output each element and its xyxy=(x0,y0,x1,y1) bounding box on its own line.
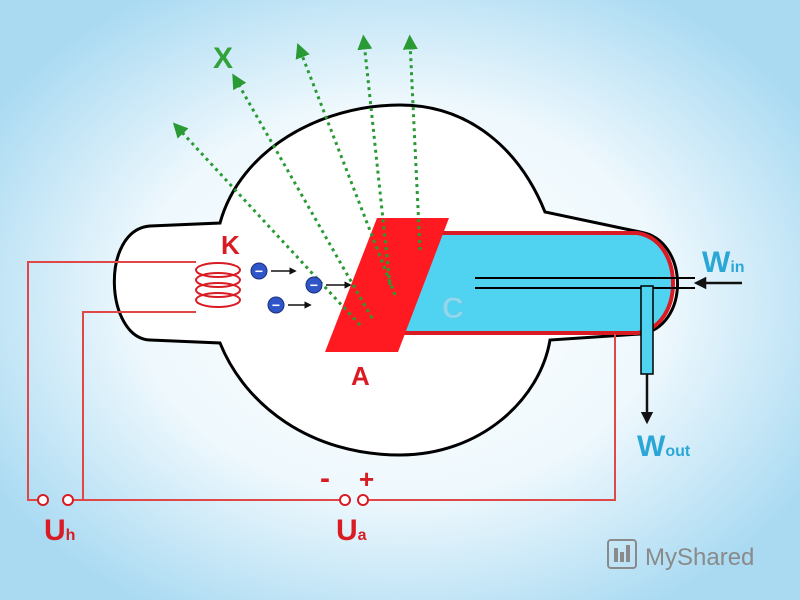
electron: − xyxy=(250,262,268,280)
watermark: MyShared xyxy=(607,539,754,571)
label-water-out: Wout xyxy=(637,430,691,463)
electron-arrows xyxy=(271,267,352,309)
cathode-filament xyxy=(195,262,241,308)
label-anode: A xyxy=(351,361,370,391)
x-ray-1 xyxy=(172,122,362,327)
x-ray-beams xyxy=(172,34,422,327)
watermark-text: MyShared xyxy=(645,544,754,571)
svg-text:−: − xyxy=(255,263,263,279)
x-ray-3 xyxy=(295,43,397,296)
label-water-in: Win xyxy=(702,246,745,279)
label-anode-voltage: Ua xyxy=(336,514,367,547)
label-plus: + xyxy=(359,464,374,494)
label-coolant: C xyxy=(442,292,464,325)
label-heater-voltage: Uh xyxy=(44,514,75,547)
electrons: − − − xyxy=(250,262,323,314)
circuit-wires xyxy=(27,261,616,501)
outflow-pipe xyxy=(640,285,654,375)
electron: − xyxy=(267,296,285,314)
svg-text:−: − xyxy=(272,297,280,313)
label-minus: - xyxy=(320,462,330,495)
svg-text:−: − xyxy=(310,277,318,293)
x-ray-4 xyxy=(357,34,392,286)
watermark-logo-icon xyxy=(607,539,637,569)
terminals xyxy=(37,494,369,506)
label-cathode: K xyxy=(221,230,240,260)
electron: − xyxy=(305,276,323,294)
label-x-ray: X xyxy=(213,42,233,75)
